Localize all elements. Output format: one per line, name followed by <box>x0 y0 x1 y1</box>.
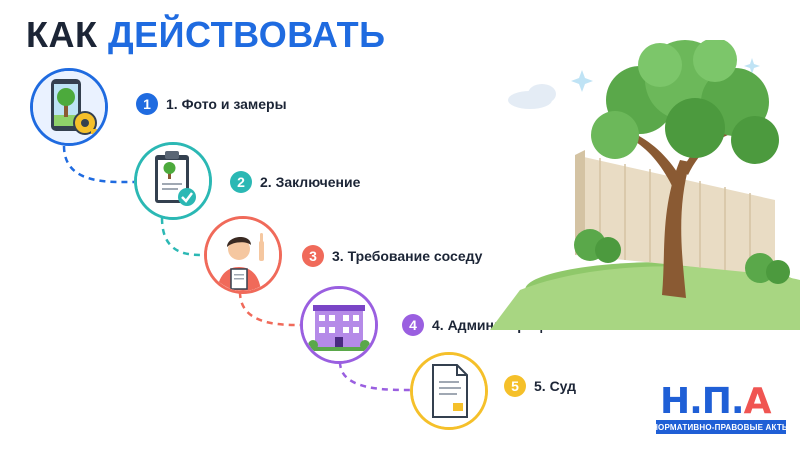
bushes <box>574 229 790 284</box>
step-3-icon-circle <box>204 216 282 294</box>
step-2-icon-circle <box>134 142 212 220</box>
connector-3-4 <box>238 291 301 327</box>
step-4-number-badge: 4 <box>402 314 424 336</box>
tree-near-fence-illustration <box>490 40 800 330</box>
step-3-number-badge: 3 <box>302 245 324 267</box>
step-1-icon-circle <box>30 68 108 146</box>
title-part-1: КАК <box>26 14 98 55</box>
step-3-label: 3. Требование соседу <box>332 248 483 264</box>
logo-letters-red: А <box>743 381 772 422</box>
connector-4-5 <box>338 361 411 392</box>
step-1-label: 1. Фото и замеры <box>166 96 287 112</box>
tree-crown <box>591 40 779 164</box>
connector-2-3 <box>160 217 207 257</box>
step-2-label: 2. Заключение <box>260 174 361 190</box>
title-part-2: ДЕЙСТВОВАТЬ <box>107 14 386 55</box>
logo-letters: Н.П.А <box>660 381 772 422</box>
man-with-document-icon <box>207 219 279 291</box>
step-5-number-badge: 5 <box>504 375 526 397</box>
connector-1-2 <box>62 145 135 184</box>
logo-letters-blue: Н.П. <box>660 381 745 422</box>
phone-tree-tape-measure-icon <box>33 71 105 143</box>
step-5-label: 5. Суд <box>534 378 576 394</box>
document-icon <box>413 355 485 427</box>
step-5-icon-circle <box>410 352 488 430</box>
clipboard-checkmark-icon <box>137 145 209 217</box>
grass-ground <box>490 266 800 330</box>
step-4-icon-circle <box>300 286 378 364</box>
cloud-shape <box>528 84 556 104</box>
npa-logo: Н.П.А НОРМАТИВНО-ПРАВОВЫЕ АКТЫ <box>652 382 790 438</box>
page-title: КАК ДЕЙСТВОВАТЬ <box>26 14 385 56</box>
government-building-icon <box>303 289 375 361</box>
sparkle-icon <box>744 58 760 74</box>
sparkle-icon <box>571 70 593 92</box>
step-2-number-badge: 2 <box>230 171 252 193</box>
logo-caption: НОРМАТИВНО-ПРАВОВЫЕ АКТЫ <box>652 420 790 434</box>
step-1-number-badge: 1 <box>136 93 158 115</box>
